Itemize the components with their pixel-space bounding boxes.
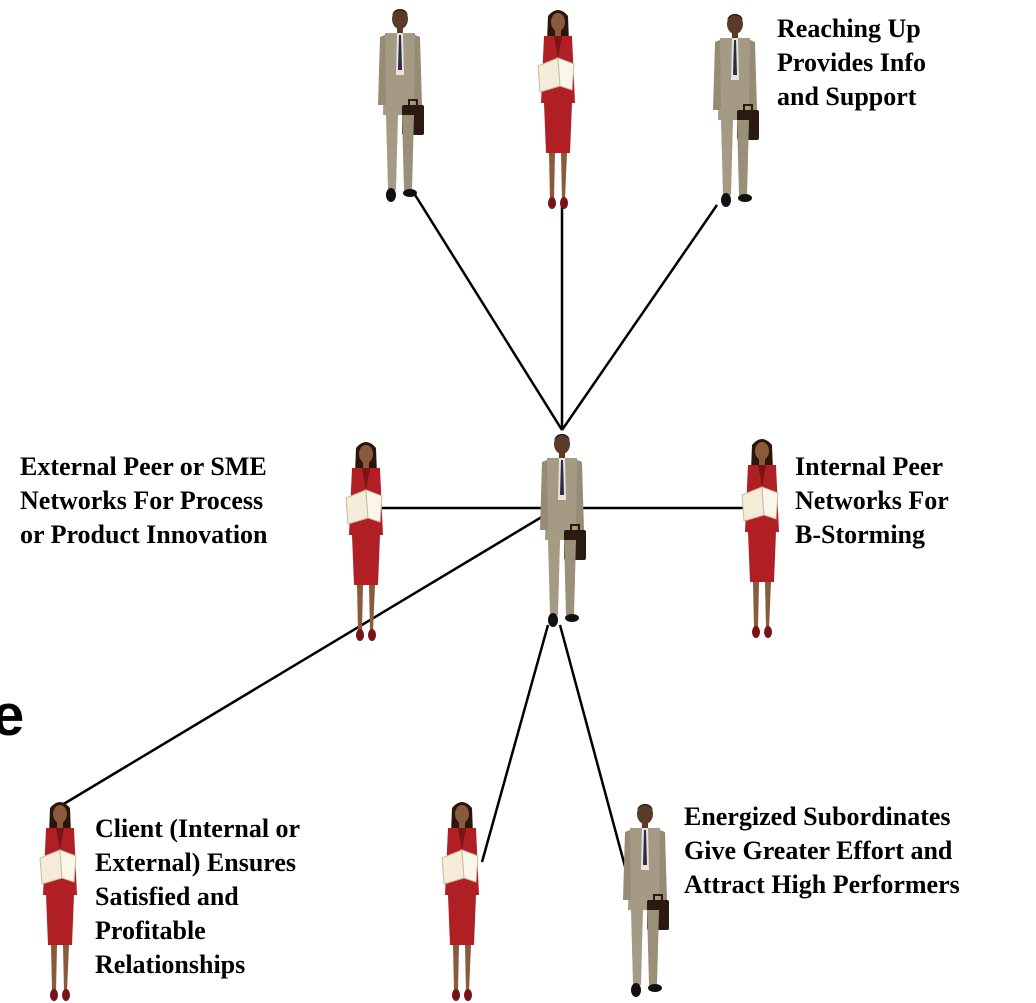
connector-lines [61, 189, 745, 886]
person-bottom-middle-woman [441, 801, 480, 1002]
person-bottom-left-woman [39, 801, 78, 1002]
label-subordinates: Energized Subordinates Give Greater Effo… [684, 802, 960, 899]
label-client: Client (Internal or External) Ensures Sa… [95, 814, 301, 979]
person-left-woman [345, 441, 384, 642]
partial-text-fragment: e [0, 683, 25, 748]
person-top-right-man [712, 13, 760, 208]
line-center-bottom-right [558, 624, 632, 886]
label-reaching-up: Reaching Up Provides Info and Support [777, 14, 927, 111]
person-top-left-man [377, 8, 425, 203]
person-right-woman [741, 438, 780, 639]
person-center-man [539, 433, 587, 628]
line-center-bottom-middle [480, 624, 550, 863]
label-internal-peer: Internal Peer Networks For B-Storming [795, 452, 949, 549]
line-center-top-right [560, 204, 719, 431]
line-center-bottom-left [61, 510, 551, 807]
line-center-top-left [410, 189, 564, 431]
person-top-middle-woman [537, 9, 576, 210]
label-external-peer: External Peer or SME Networks For Proces… [20, 452, 268, 549]
person-bottom-right-man [622, 803, 670, 998]
